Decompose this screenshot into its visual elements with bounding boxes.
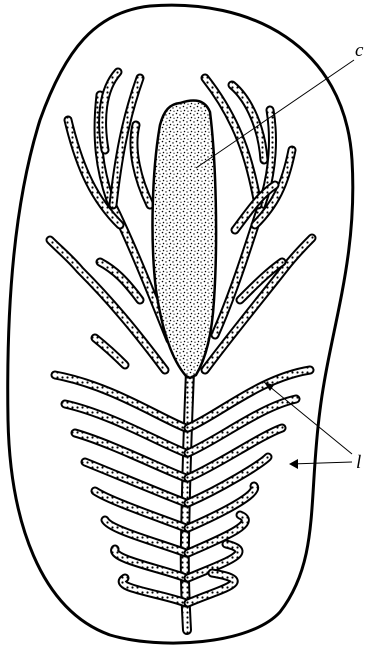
branch-left-twig-3 <box>103 72 118 150</box>
label-c: c <box>355 40 364 61</box>
leader-line-l-upper <box>264 382 352 454</box>
arrow-head-lower <box>289 459 298 469</box>
branch-left-3 <box>75 433 186 478</box>
label-l: l <box>356 452 361 473</box>
central-organ <box>153 100 217 378</box>
leader-line-l-lower <box>291 462 352 464</box>
branch-left-twig-6 <box>95 338 125 365</box>
branch-right-upper-1 <box>205 238 312 370</box>
